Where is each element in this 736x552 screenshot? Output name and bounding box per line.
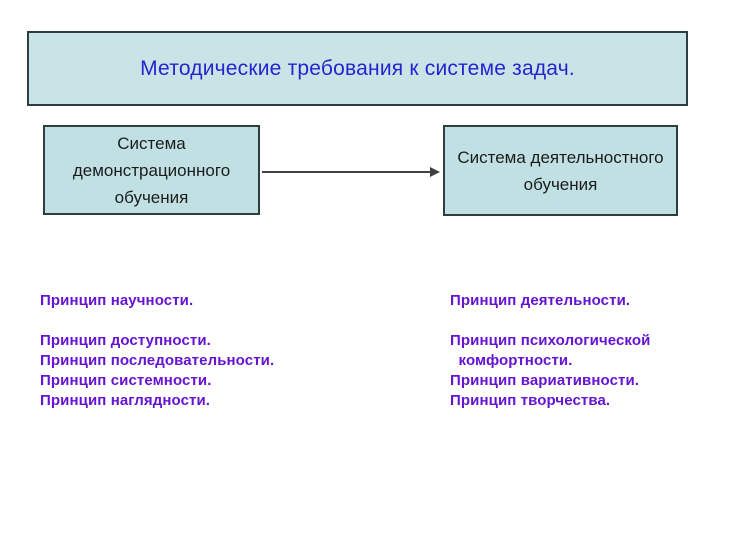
slide-title-box: Методические требования к системе задач.	[27, 31, 688, 106]
arrow-right-connector	[262, 165, 440, 179]
arrow-shaft	[262, 171, 430, 173]
principle-line: Принцип последовательности.	[40, 352, 275, 369]
principle-line: Принцип вариативности.	[450, 372, 640, 389]
principles-list-right: Принцип деятельности. Принцип психологич…	[450, 291, 726, 411]
principle-line: Принцип доступности.	[40, 332, 211, 349]
principle-line: Принцип психологической	[450, 332, 651, 349]
diagram-box-activity-system: Система деятельностного обучения	[443, 125, 678, 216]
principle-line: Принцип системности.	[40, 372, 212, 389]
principle-line: Принцип деятельности.	[450, 292, 631, 309]
diagram-box-demonstration-system: Система демонстрационного обучения	[43, 125, 260, 215]
principle-line-blank	[450, 311, 726, 331]
principle-line-blank	[40, 311, 370, 331]
principle-line: комфортности.	[450, 352, 573, 369]
principle-line: Принцип научности.	[40, 292, 194, 309]
arrow-head-icon	[430, 167, 440, 177]
diagram-box-label: Система демонстрационного обучения	[72, 133, 231, 207]
principles-list-left: Принцип научности. Принцип доступности. …	[40, 291, 370, 411]
slide-title: Методические требования к системе задач.	[140, 56, 575, 80]
principle-line: Принцип наглядности.	[40, 392, 211, 409]
diagram-box-label: Система деятельностного обучения	[457, 147, 664, 194]
principle-line: Принцип творчества.	[450, 392, 611, 409]
